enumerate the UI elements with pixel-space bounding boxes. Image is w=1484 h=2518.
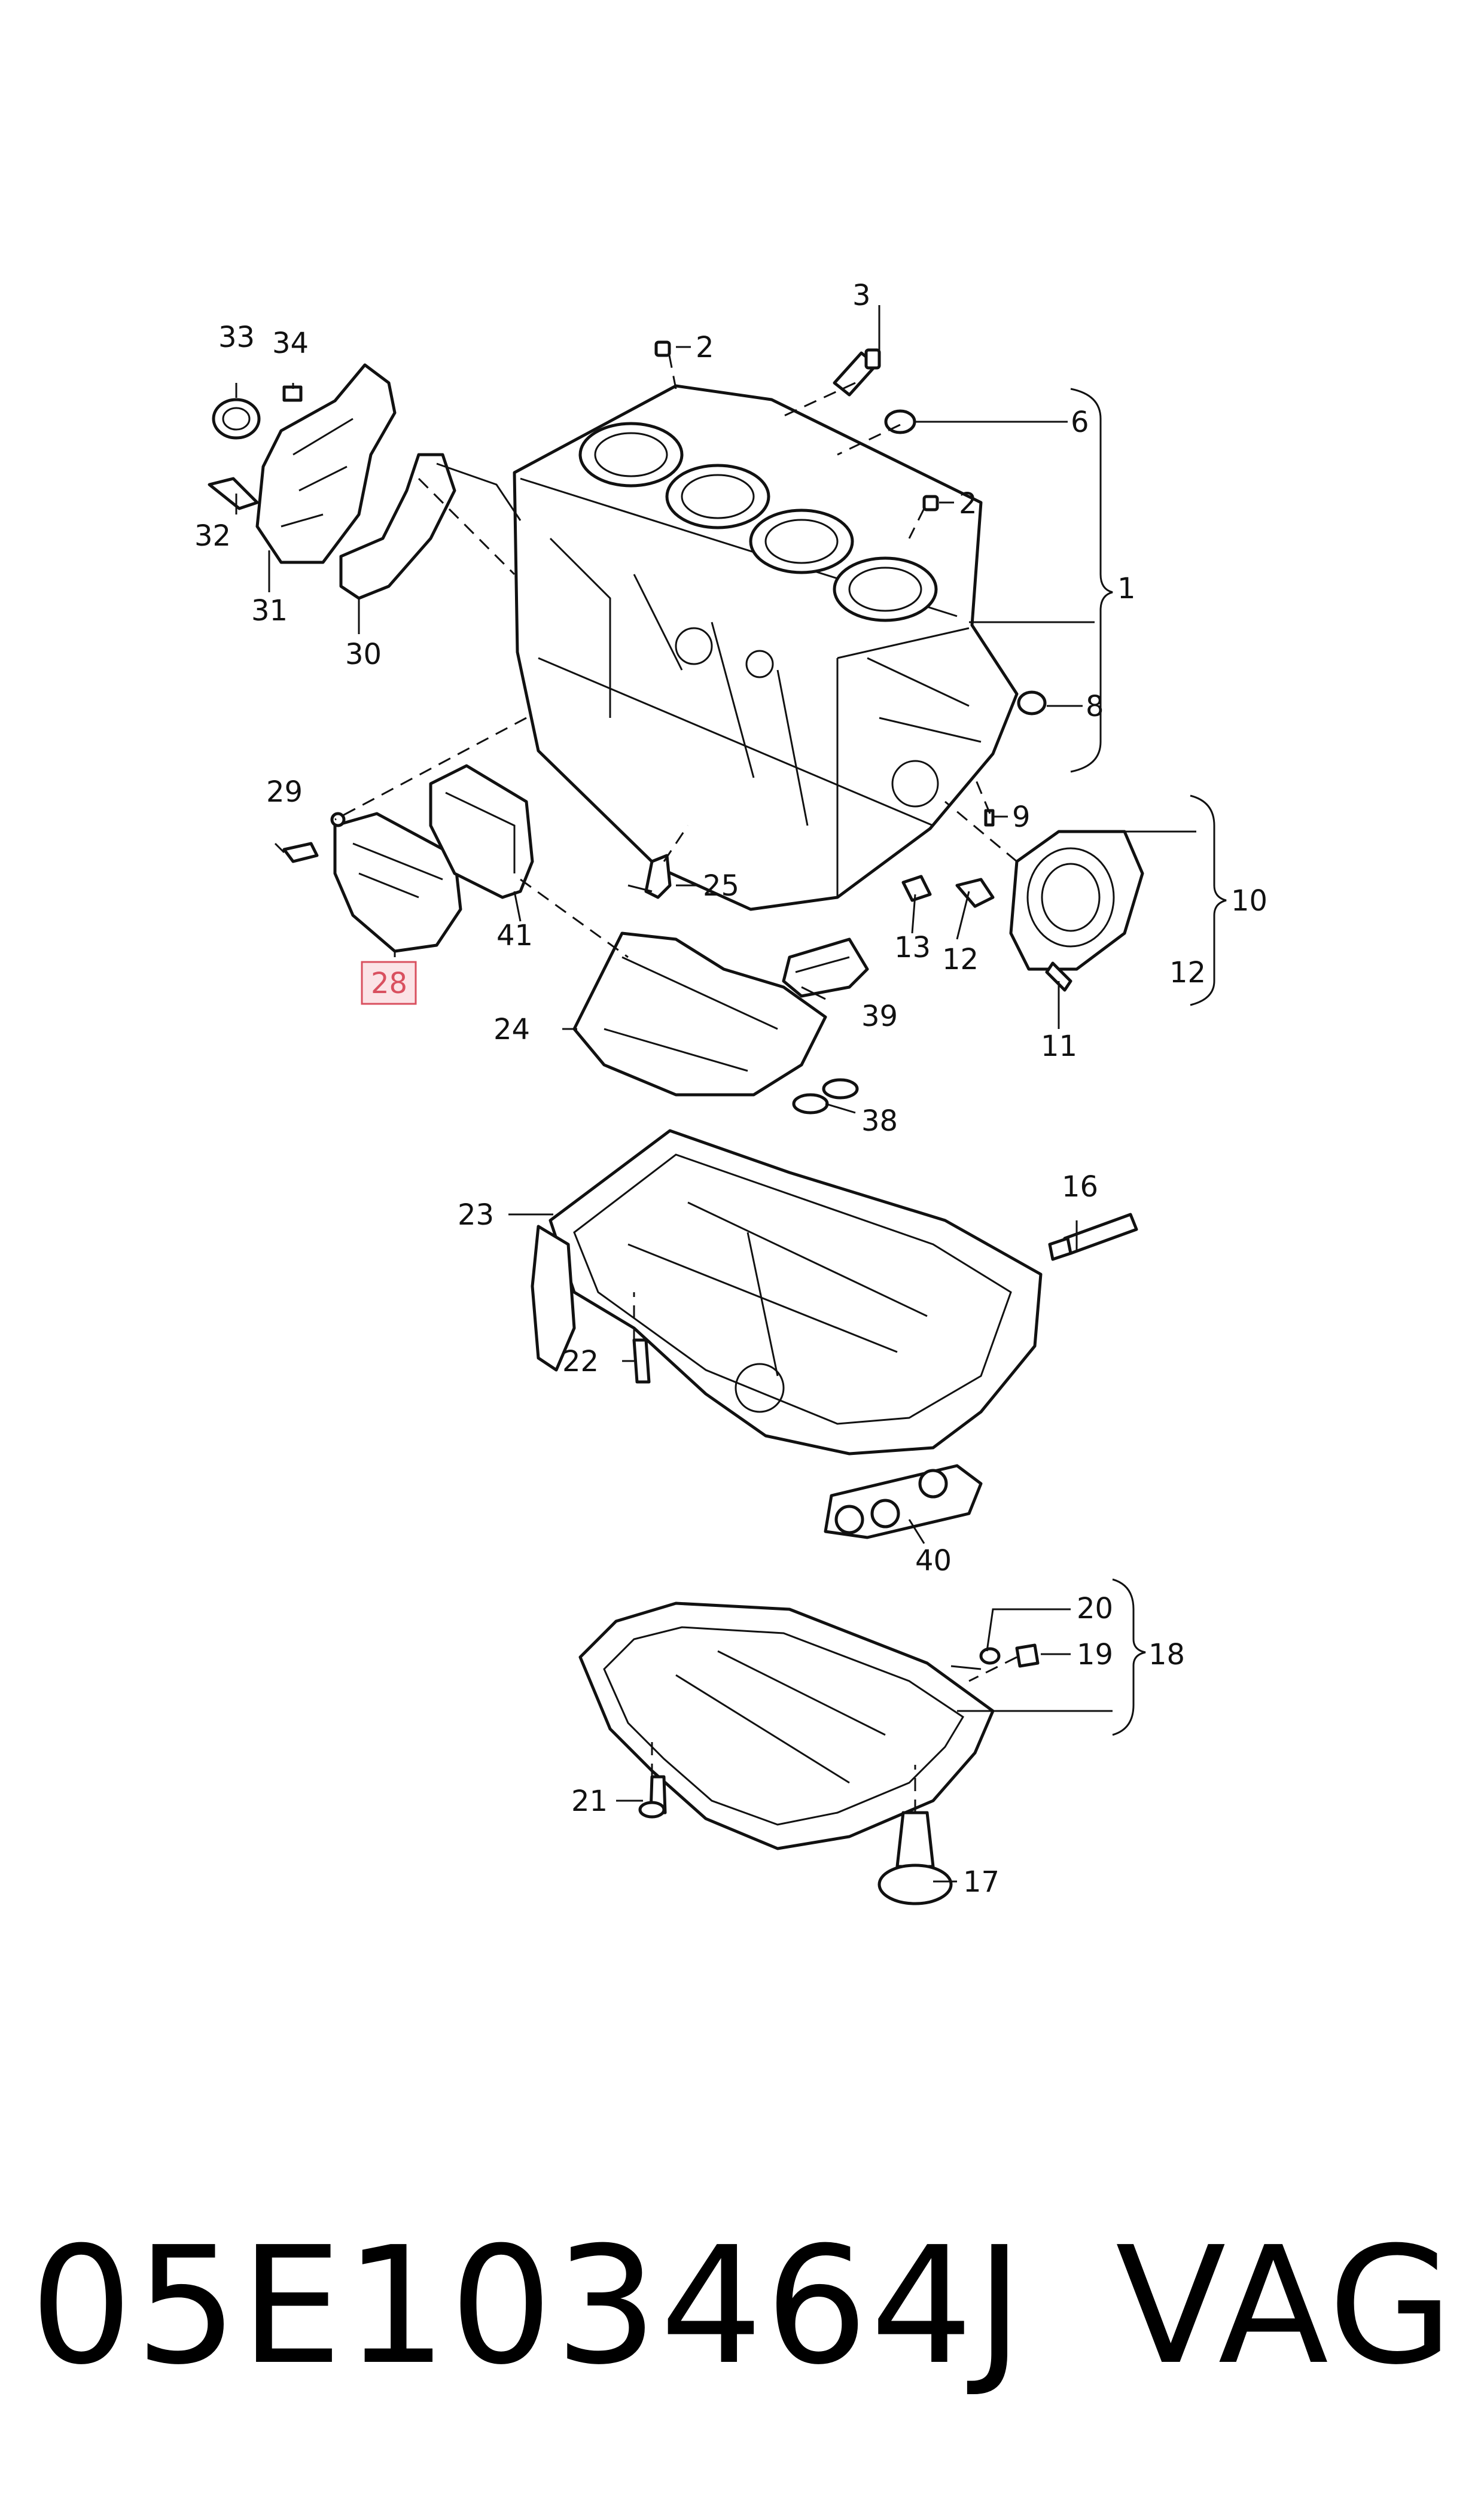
callout-6: 6 bbox=[1071, 406, 1089, 439]
callout-32: 32 bbox=[194, 519, 231, 553]
engine-block bbox=[513, 384, 1019, 911]
callout-19: 19 bbox=[1077, 1638, 1113, 1671]
callout-38: 38 bbox=[861, 1104, 898, 1138]
callout-13: 13 bbox=[894, 931, 931, 964]
callout-41: 41 bbox=[496, 919, 533, 952]
callout-25: 25 bbox=[703, 869, 739, 903]
callout-labels: 1 2 2 3 6 8 9 10 11 12 12 13 16 17 18 19… bbox=[194, 279, 1267, 1899]
callout-21: 21 bbox=[571, 1785, 608, 1818]
callout-24: 24 bbox=[493, 1013, 530, 1046]
callout-3: 3 bbox=[852, 279, 871, 312]
callout-33: 33 bbox=[218, 321, 255, 354]
callout-2-top: 2 bbox=[696, 331, 714, 364]
callout-16: 16 bbox=[1062, 1170, 1098, 1204]
lower-oil-pan-group bbox=[578, 1601, 1040, 1905]
small-block-parts bbox=[654, 340, 1047, 827]
callout-28: 28 bbox=[371, 967, 407, 1000]
callout-2-mid: 2 bbox=[959, 487, 977, 520]
timing-cover-parts bbox=[208, 363, 522, 600]
callout-12-left: 12 bbox=[942, 943, 979, 976]
callout-34: 34 bbox=[272, 327, 309, 360]
callout-23: 23 bbox=[458, 1198, 494, 1232]
callout-28-highlight bbox=[361, 961, 417, 1005]
callout-9: 9 bbox=[1012, 800, 1031, 834]
callout-40: 40 bbox=[915, 1544, 952, 1578]
callout-17: 17 bbox=[963, 1865, 1000, 1899]
callout-11: 11 bbox=[1041, 1030, 1077, 1063]
upper-oil-pan-group bbox=[531, 1129, 1138, 1539]
callout-22: 22 bbox=[562, 1345, 599, 1378]
callout-18: 18 bbox=[1148, 1638, 1185, 1671]
callout-1: 1 bbox=[1117, 572, 1136, 605]
callout-10: 10 bbox=[1231, 884, 1267, 918]
callout-12-right: 12 bbox=[1169, 956, 1206, 989]
callout-20: 20 bbox=[1077, 1592, 1113, 1625]
guide-lines bbox=[334, 355, 1017, 1813]
rear-seal-flange-group bbox=[901, 830, 1144, 992]
leader-lines bbox=[235, 305, 1227, 1883]
callout-29: 29 bbox=[266, 775, 303, 809]
callout-31: 31 bbox=[251, 594, 288, 628]
brand-name: VAG bbox=[1116, 2212, 1456, 2400]
baffle-and-sensors bbox=[572, 854, 869, 1115]
callout-39: 39 bbox=[861, 1000, 898, 1033]
part-number: 05E103464J bbox=[30, 2212, 1026, 2400]
callout-8: 8 bbox=[1086, 690, 1104, 723]
oil-filter-housing-group bbox=[282, 764, 534, 953]
callout-30: 30 bbox=[345, 638, 382, 671]
